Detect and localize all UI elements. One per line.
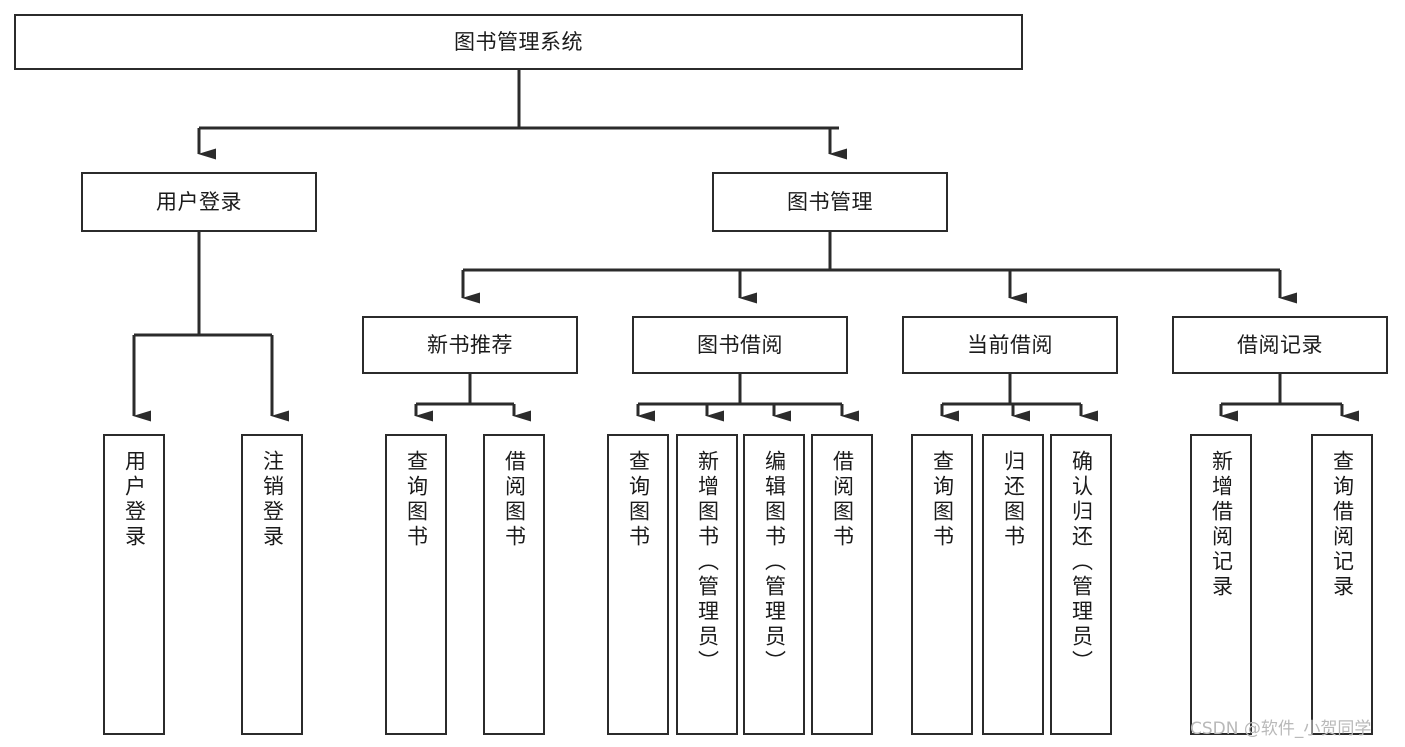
leaf-borrow-books-new[interactable]: 借阅图书 bbox=[483, 434, 545, 735]
leaf-borrow-books[interactable]: 借阅图书 bbox=[811, 434, 873, 735]
leaf-borrow-books-new-label: 借阅图书 bbox=[502, 450, 527, 550]
node-user-login[interactable]: 用户登录 bbox=[81, 172, 317, 232]
leaf-return-books-label: 归还图书 bbox=[1001, 450, 1026, 550]
leaf-query-books-current-label: 查询图书 bbox=[930, 450, 955, 550]
leaf-query-books-new[interactable]: 查询图书 bbox=[385, 434, 447, 735]
leaf-borrow-books-label: 借阅图书 bbox=[830, 450, 855, 550]
node-root-label: 图书管理系统 bbox=[454, 29, 583, 54]
leaf-confirm-return-admin[interactable]: 确认归还（管理员） bbox=[1050, 434, 1112, 735]
leaf-edit-book-admin-label: 编辑图书（管理员） bbox=[762, 450, 787, 675]
leaf-logout[interactable]: 注销登录 bbox=[241, 434, 303, 735]
leaf-edit-book-admin[interactable]: 编辑图书（管理员） bbox=[743, 434, 805, 735]
leaf-query-borrow-record[interactable]: 查询借阅记录 bbox=[1311, 434, 1373, 735]
watermark: CSDN @软件_小贺同学 bbox=[1190, 719, 1372, 739]
leaf-return-books[interactable]: 归还图书 bbox=[982, 434, 1044, 735]
leaf-user-login-label: 用户登录 bbox=[122, 450, 147, 550]
leaf-query-books-new-label: 查询图书 bbox=[404, 450, 429, 550]
leaf-add-borrow-record-label: 新增借阅记录 bbox=[1209, 450, 1234, 600]
leaf-query-books[interactable]: 查询图书 bbox=[607, 434, 669, 735]
leaf-query-books-current[interactable]: 查询图书 bbox=[911, 434, 973, 735]
node-current-borrow[interactable]: 当前借阅 bbox=[902, 316, 1118, 374]
node-book-management[interactable]: 图书管理 bbox=[712, 172, 948, 232]
node-book-borrow[interactable]: 图书借阅 bbox=[632, 316, 848, 374]
leaf-confirm-return-admin-label: 确认归还（管理员） bbox=[1069, 450, 1094, 675]
node-new-book-recommend-label: 新书推荐 bbox=[427, 332, 513, 357]
node-borrow-records[interactable]: 借阅记录 bbox=[1172, 316, 1388, 374]
node-borrow-records-label: 借阅记录 bbox=[1237, 332, 1323, 357]
leaf-query-borrow-record-label: 查询借阅记录 bbox=[1330, 450, 1355, 600]
leaf-add-book-admin-label: 新增图书（管理员） bbox=[695, 450, 720, 675]
leaf-logout-label: 注销登录 bbox=[260, 450, 285, 550]
leaf-query-books-label: 查询图书 bbox=[626, 450, 651, 550]
node-book-management-label: 图书管理 bbox=[787, 189, 873, 214]
leaf-user-login[interactable]: 用户登录 bbox=[103, 434, 165, 735]
leaf-add-book-admin[interactable]: 新增图书（管理员） bbox=[676, 434, 738, 735]
node-current-borrow-label: 当前借阅 bbox=[967, 332, 1053, 357]
node-new-book-recommend[interactable]: 新书推荐 bbox=[362, 316, 578, 374]
node-book-borrow-label: 图书借阅 bbox=[697, 332, 783, 357]
node-root[interactable]: 图书管理系统 bbox=[14, 14, 1023, 70]
node-user-login-label: 用户登录 bbox=[156, 189, 242, 214]
leaf-add-borrow-record[interactable]: 新增借阅记录 bbox=[1190, 434, 1252, 735]
